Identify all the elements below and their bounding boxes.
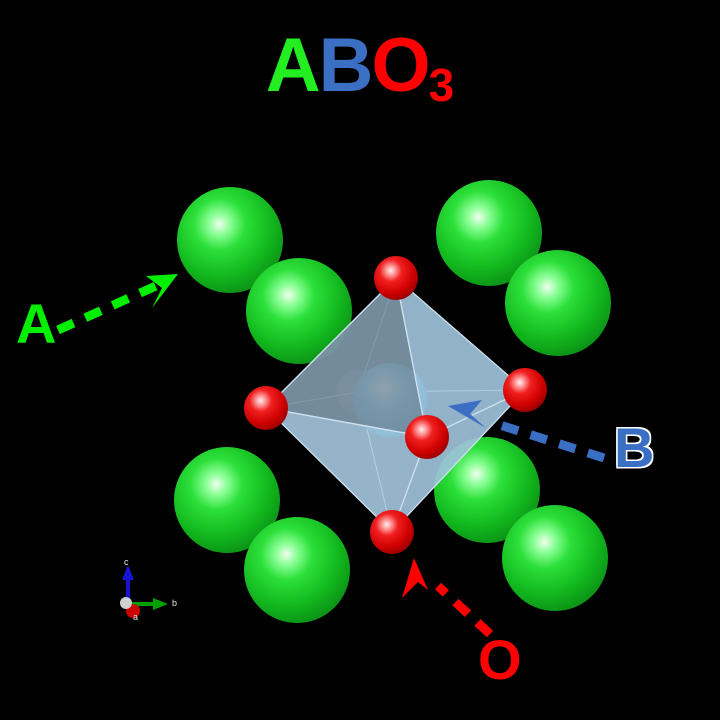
label-o: O xyxy=(478,628,522,691)
a-site-sphere xyxy=(502,505,608,611)
title-subscript-3: 3 xyxy=(428,59,455,111)
a-site-sphere-group-front xyxy=(244,250,611,623)
label-b: B xyxy=(614,416,655,479)
title-letter-b: B xyxy=(318,23,374,108)
a-site-sphere xyxy=(174,447,280,553)
oxygen-sphere xyxy=(374,256,418,300)
a-site-sphere xyxy=(434,437,540,543)
axis-label-a: a xyxy=(133,612,139,622)
axis-label-b: b xyxy=(172,598,178,608)
a-label-arrow xyxy=(56,274,178,335)
title-letter-o: O xyxy=(371,23,431,108)
a-site-sphere-group-back xyxy=(174,180,542,553)
a-site-sphere xyxy=(246,258,352,364)
oxygen-sphere xyxy=(503,368,547,412)
oxygen-sphere xyxy=(244,386,288,430)
b-label-arrow xyxy=(448,400,606,463)
o-label-arrow xyxy=(402,558,494,638)
oxygen-sphere-group xyxy=(244,256,547,554)
axis-orientation-widget xyxy=(120,565,168,618)
label-a: A xyxy=(16,292,57,355)
axis-label-c: c xyxy=(124,557,129,567)
title-letter-a: A xyxy=(265,23,321,108)
a-site-sphere xyxy=(436,180,542,286)
oxygen-sphere xyxy=(405,415,449,459)
a-site-sphere xyxy=(244,517,350,623)
a-site-sphere xyxy=(177,187,283,293)
a-site-sphere xyxy=(505,250,611,356)
page-title: ABO3 xyxy=(0,28,720,111)
oxygen-sphere xyxy=(370,510,414,554)
